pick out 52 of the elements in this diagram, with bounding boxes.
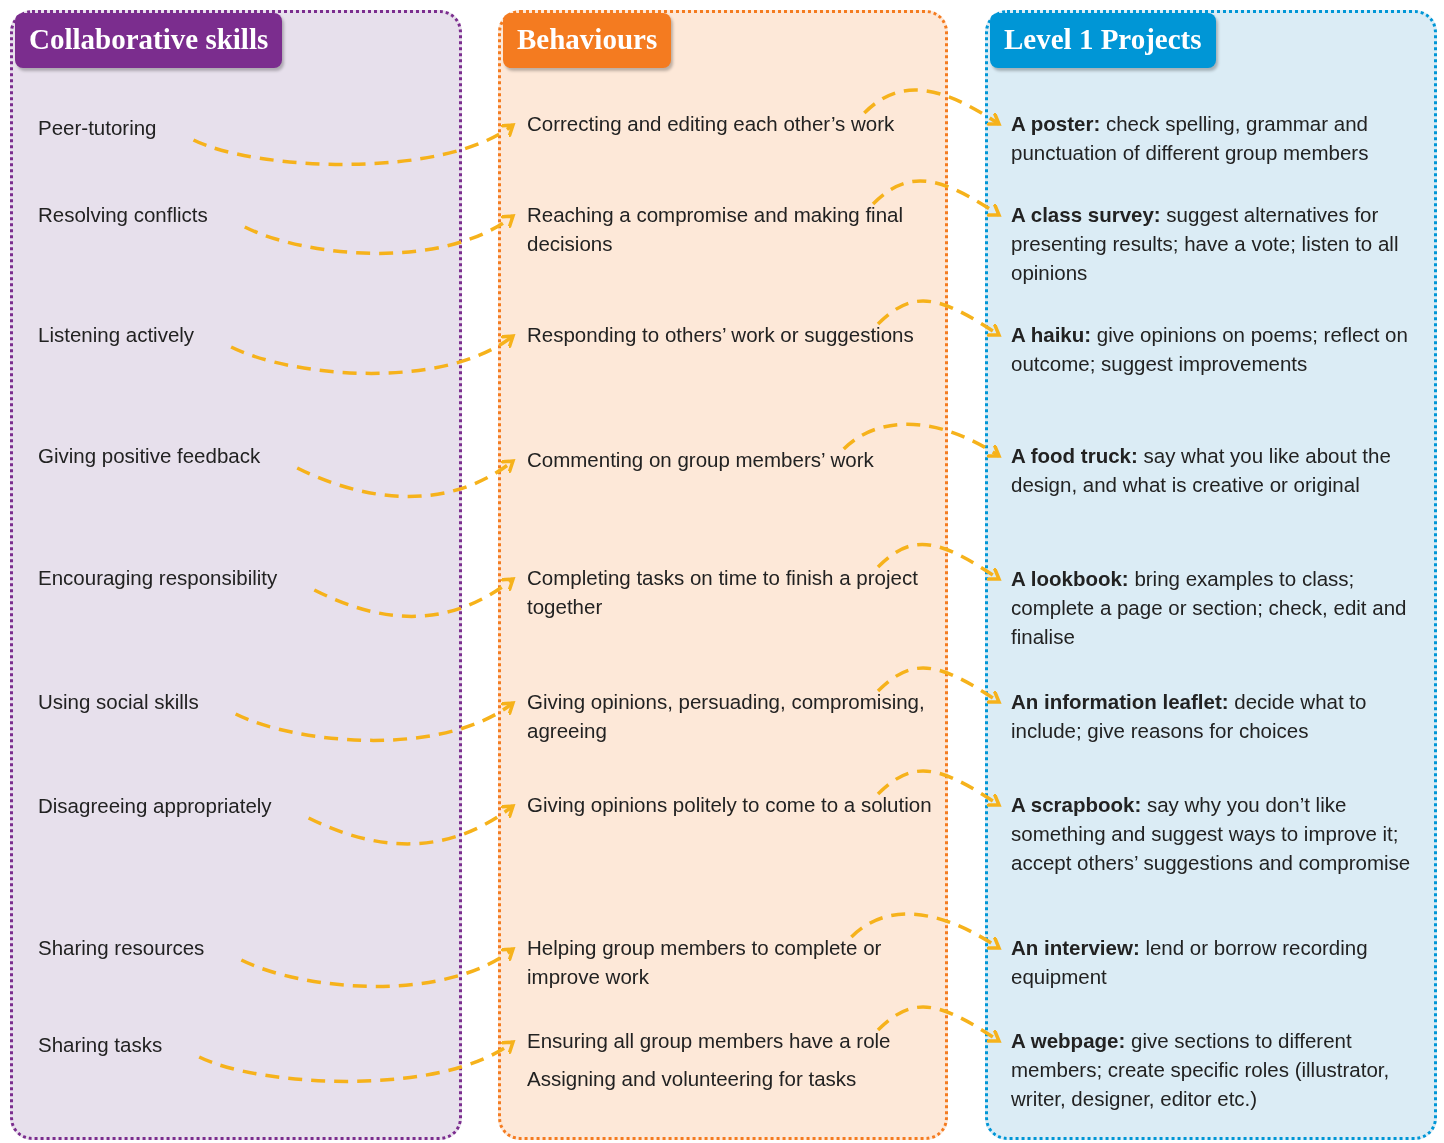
behaviour-text: Giving opinions politely to come to a solution	[513, 790, 937, 819]
column-heading: Behaviours	[503, 13, 672, 68]
behaviour-text: Correcting and editing each other’s work	[513, 109, 937, 138]
arrow	[876, 769, 1001, 807]
arrow	[876, 542, 1001, 581]
arrow	[876, 299, 1001, 337]
skill-text: Resolving conflicts	[38, 200, 253, 229]
project-text: An interview: lend or borrow recording equipment	[999, 933, 1429, 991]
arrow	[871, 179, 1001, 217]
behaviour-text: Commenting on group members’ work	[513, 445, 937, 474]
column-heading: Level 1 Projects	[990, 13, 1216, 68]
arrow	[863, 88, 1001, 126]
column-panel	[498, 10, 948, 1140]
behaviour-text: Responding to others’ work or suggestions	[513, 320, 937, 349]
skill-text: Sharing resources	[38, 933, 250, 962]
arrow	[234, 701, 515, 743]
skill-text: Listening actively	[38, 320, 240, 349]
arrow	[230, 334, 515, 376]
behaviour-text: Assigning and volunteering for tasks	[527, 1066, 858, 1092]
behaviour-text: Helping group members to complete or improve work	[513, 933, 937, 991]
skill-text: Peer-tutoring	[38, 113, 202, 142]
behaviour-text: Giving opinions, persuading, compromising, agreeing	[513, 687, 937, 745]
arrow	[296, 459, 515, 499]
arrow	[192, 122, 515, 167]
column-heading: Collaborative skills	[15, 13, 283, 68]
arrow	[244, 214, 515, 256]
behaviour-text: Reaching a compromise and making final decisions	[513, 200, 937, 258]
arrow	[198, 1039, 515, 1084]
skill-text: Encouraging responsibility	[38, 563, 323, 592]
arrow	[313, 577, 515, 619]
column-panel	[10, 10, 462, 1140]
skill-text: Sharing tasks	[38, 1030, 208, 1059]
project-text: A food truck: say what you like about the design, and what is creative or original	[999, 441, 1429, 499]
skill-text: Giving positive feedback	[38, 441, 306, 470]
skill-text: Using social skills	[38, 687, 244, 716]
project-text: A webpage: give sections to different members; create specific roles (illustrator, writer, designer, editor etc.)	[999, 1026, 1429, 1113]
project-text: A lookbook: bring examples to class; complete a page or section; check, edit and finalise	[999, 564, 1429, 651]
project-text: A haiku: give opinions on poems; reflect on outcome; suggest improvements	[999, 320, 1429, 378]
arrow	[876, 666, 1001, 704]
project-text: A poster: check spelling, grammar and punctuation of different group members	[999, 109, 1429, 167]
project-text: A class survey: suggest alternatives for presenting results; have a vote; listen to all opinions	[999, 200, 1429, 287]
arrow	[876, 1005, 1001, 1043]
behaviour-text: Ensuring all group members have a role	[527, 1028, 892, 1054]
project-text: A scrapbook: say why you don’t like something and suggest ways to improve it; accept others’ suggestions and compromise	[999, 790, 1429, 877]
arrow	[307, 804, 515, 846]
arrow	[240, 947, 515, 989]
project-text: An information leaflet: decide what to include; give reasons for choices	[999, 687, 1429, 745]
behaviour-text: Completing tasks on time to finish a project together	[513, 563, 937, 621]
arrow	[842, 422, 1001, 459]
column-panel	[985, 10, 1437, 1140]
skill-text: Disagreeing appropriately	[38, 791, 317, 820]
arrow	[850, 912, 1001, 951]
